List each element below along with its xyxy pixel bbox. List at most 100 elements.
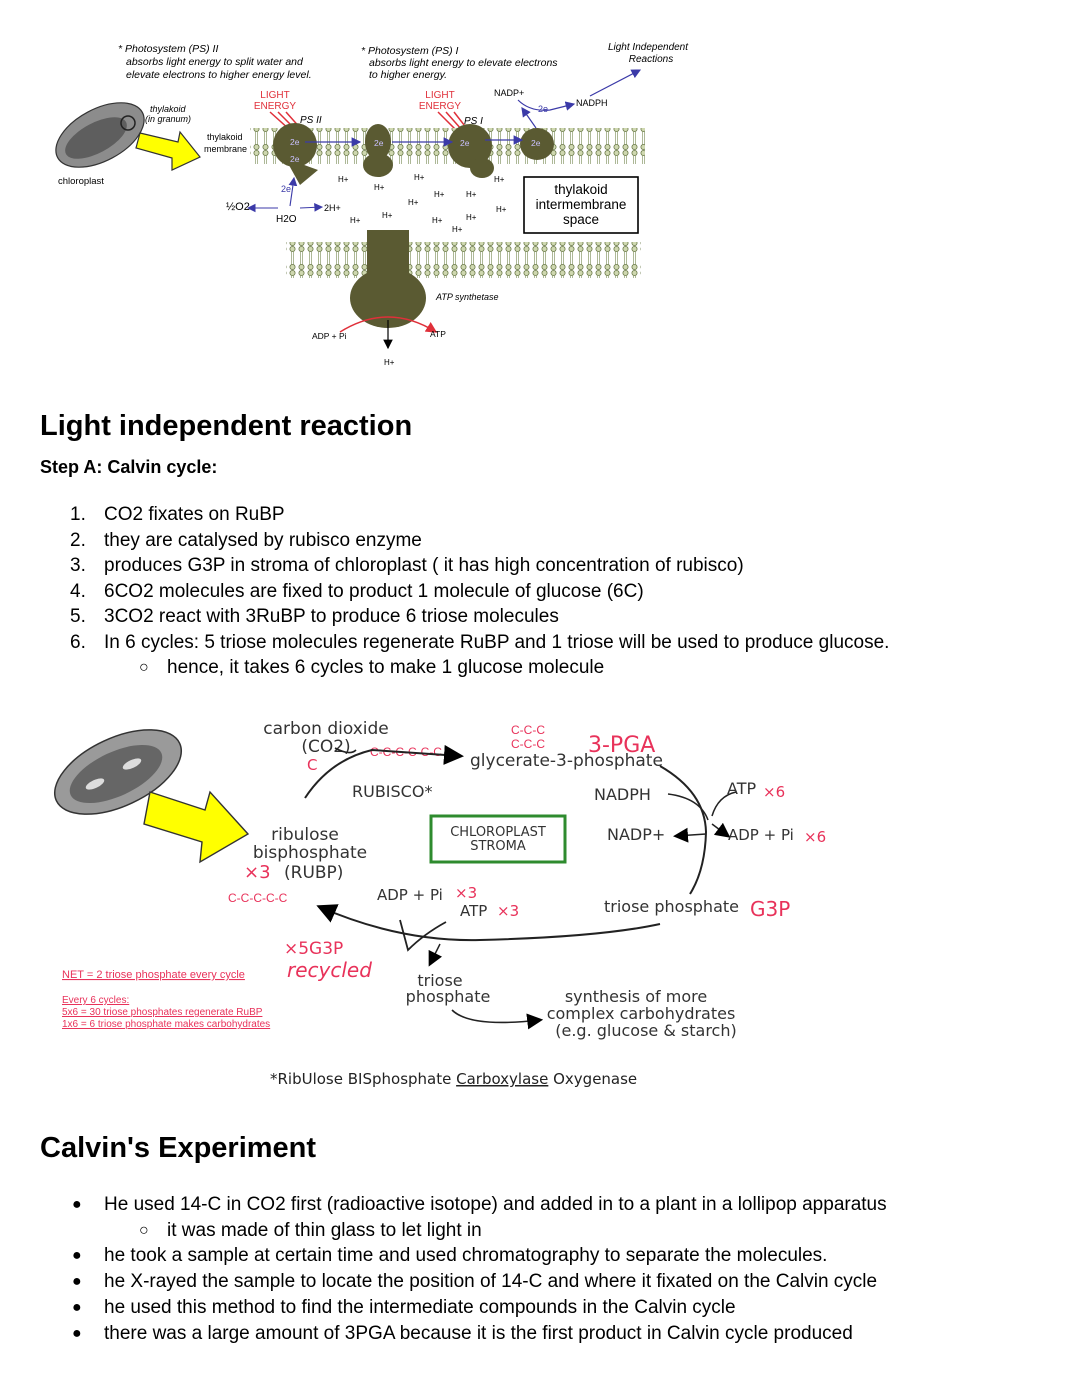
rubp-label-1: ribulose bbox=[271, 825, 339, 845]
co2-label-2: (CO2) bbox=[301, 737, 350, 757]
ps2-label: PS II bbox=[300, 115, 322, 126]
intermembrane-space-box bbox=[523, 176, 639, 234]
lir-label-1: Light Independent bbox=[608, 42, 689, 53]
h-ion: H+ bbox=[496, 205, 507, 214]
water-electrons: 2e bbox=[281, 184, 291, 194]
list-item: ●he X-rayed the sample to locate the pos… bbox=[40, 1269, 1060, 1295]
water-e-arrow bbox=[288, 176, 298, 207]
co2-label-1: carbon dioxide bbox=[263, 719, 389, 739]
nadp-out-arrow bbox=[673, 827, 707, 843]
recycled-annotation: recycled bbox=[287, 958, 372, 982]
calvin-experiment-heading: Calvin's Experiment bbox=[40, 1132, 317, 1164]
ps2-note-line3: elevate electrons to higher energy level… bbox=[126, 69, 312, 81]
adp-pi-mid: ADP + Pi bbox=[377, 886, 443, 904]
e-ps1: 2e bbox=[460, 138, 470, 148]
atp-synthesis-arrow bbox=[339, 316, 438, 333]
h-ion: H+ bbox=[338, 175, 349, 184]
atp-mid-x3: ×3 bbox=[497, 902, 519, 920]
three-carbon-b: C-C-C bbox=[511, 737, 545, 751]
lir-arrow bbox=[589, 69, 642, 97]
h-ion: H+ bbox=[408, 198, 419, 207]
bullet-icon: ● bbox=[72, 1196, 82, 1213]
regeneration-arrow bbox=[316, 904, 661, 942]
two-h: 2H+ bbox=[324, 203, 341, 213]
h-ion: H+ bbox=[374, 183, 385, 192]
atp: ATP bbox=[430, 329, 446, 339]
stroma-box bbox=[429, 814, 567, 864]
ps1-note-line1: * Photosystem (PS) I bbox=[361, 45, 459, 57]
space-box-1: thylakoid bbox=[554, 182, 607, 197]
net-annotation: NET = 2 triose phosphate every cycle bbox=[62, 969, 245, 981]
bullet-icon: ● bbox=[72, 1298, 82, 1316]
protein-complexes bbox=[273, 123, 554, 328]
h-ion: H+ bbox=[350, 216, 361, 225]
rubisco-label: RUBISCO* bbox=[352, 782, 432, 801]
nadph-arrow bbox=[517, 99, 576, 111]
five-carbon-chain: C-C-C-C-C bbox=[228, 891, 288, 905]
pga-label: glycerate-3-phosphate bbox=[470, 751, 663, 771]
adp-pi-label: ADP + Pi bbox=[728, 826, 794, 844]
thylakoid-label-2: (in granum) bbox=[145, 114, 191, 124]
g3p-annotation: G3P bbox=[750, 897, 790, 921]
nadp-label: NADP+ bbox=[607, 825, 665, 844]
list-item: 6.In 6 cycles: 5 triose molecules regene… bbox=[70, 631, 890, 653]
synthesis-arrow bbox=[451, 1009, 544, 1030]
nadph-label: NADPH bbox=[576, 98, 608, 108]
atp-in-arrow bbox=[711, 791, 737, 817]
three-carbon-a: C-C-C bbox=[511, 723, 545, 737]
list-item: 1.CO2 fixates on RuBP bbox=[70, 504, 285, 525]
list-item: 3.produces G3P in stroma of chloroplast … bbox=[70, 555, 744, 576]
rubisco-footnote: *RibUlose BISphosphate Carboxylase Oxyge… bbox=[270, 1070, 637, 1088]
co2-joins-arrow bbox=[334, 747, 357, 754]
bullet-icon: ● bbox=[72, 1273, 82, 1291]
every-cycles-1: Every 6 cycles: bbox=[62, 995, 129, 1006]
h-ion: H+ bbox=[434, 190, 445, 199]
ps1-label: PS I bbox=[464, 116, 483, 127]
e-ps2-b: 2e bbox=[290, 154, 300, 164]
triose-phosphate-label: triose phosphate bbox=[604, 897, 739, 916]
h-ion: H+ bbox=[384, 358, 395, 367]
list-item: ●He used 14-C in CO2 first (radioactive … bbox=[40, 1192, 1060, 1218]
hollow-bullet-icon: ○ bbox=[139, 1221, 149, 1239]
light-dependent-diagram: * Photosystem (PS) II absorbs light ener… bbox=[55, 42, 689, 367]
calvin-steps-list: 1.CO2 fixates on RuBP 2.they are catalys… bbox=[40, 502, 1060, 655]
light-label-1b: ENERGY bbox=[254, 101, 297, 112]
h-ion: H+ bbox=[494, 175, 505, 184]
triose-out-arrow bbox=[428, 943, 443, 967]
h-ion: H+ bbox=[432, 216, 443, 225]
e-ps2-a: 2e bbox=[290, 137, 300, 147]
lir-electrons: 2e bbox=[538, 104, 548, 114]
yellow-arrow bbox=[135, 130, 201, 171]
nadp-plus-label: NADP+ bbox=[494, 88, 524, 98]
list-item: 5.3CO2 react with 3RuBP to produce 6 tri… bbox=[70, 606, 559, 627]
lir-label-2: Reactions bbox=[629, 54, 673, 65]
chloroplast-illustration bbox=[55, 102, 145, 168]
h2o: H2O bbox=[276, 214, 297, 225]
e-fd: 2e bbox=[531, 138, 541, 148]
every-cycles-3: 1x6 = 6 triose phosphate makes carbohydr… bbox=[62, 1019, 270, 1030]
light-independent-heading: Light independent reaction bbox=[40, 410, 413, 442]
atp-use-arrow bbox=[399, 919, 447, 952]
triose-out-2: phosphate bbox=[406, 987, 491, 1006]
ps1-note-line2: absorbs light energy to elevate electron… bbox=[369, 57, 558, 69]
atp-synthetase-label: ATP synthetase bbox=[435, 292, 499, 302]
nadph-label: NADPH bbox=[594, 785, 651, 804]
adp-pi: ADP + Pi bbox=[312, 331, 347, 341]
thylakoid-membrane-bottom bbox=[286, 242, 641, 278]
every-cycles-2: 5x6 = 30 triose phosphates regenerate Ru… bbox=[62, 1007, 263, 1018]
adp-out-arrow bbox=[711, 822, 731, 838]
2h-arrow bbox=[299, 202, 324, 212]
rubisco-arrow bbox=[304, 744, 464, 799]
triose-out-1: triose bbox=[417, 971, 462, 990]
h-ion: H+ bbox=[414, 173, 425, 182]
atp-x6: ×6 bbox=[763, 783, 785, 801]
list-item: 2.they are catalysed by rubisco enzyme bbox=[70, 529, 422, 551]
h-ion: H+ bbox=[466, 190, 477, 199]
atp-label: ATP bbox=[727, 779, 756, 798]
list-item: 4.6CO2 molecules are fixed to product 1 … bbox=[70, 580, 644, 602]
e-arrow-4 bbox=[521, 107, 537, 129]
hollow-bullet-icon: ○ bbox=[139, 659, 149, 676]
h-ion: H+ bbox=[452, 225, 463, 234]
adp-pi-x6: ×6 bbox=[804, 828, 826, 846]
space-box-2: intermembrane bbox=[536, 197, 627, 212]
